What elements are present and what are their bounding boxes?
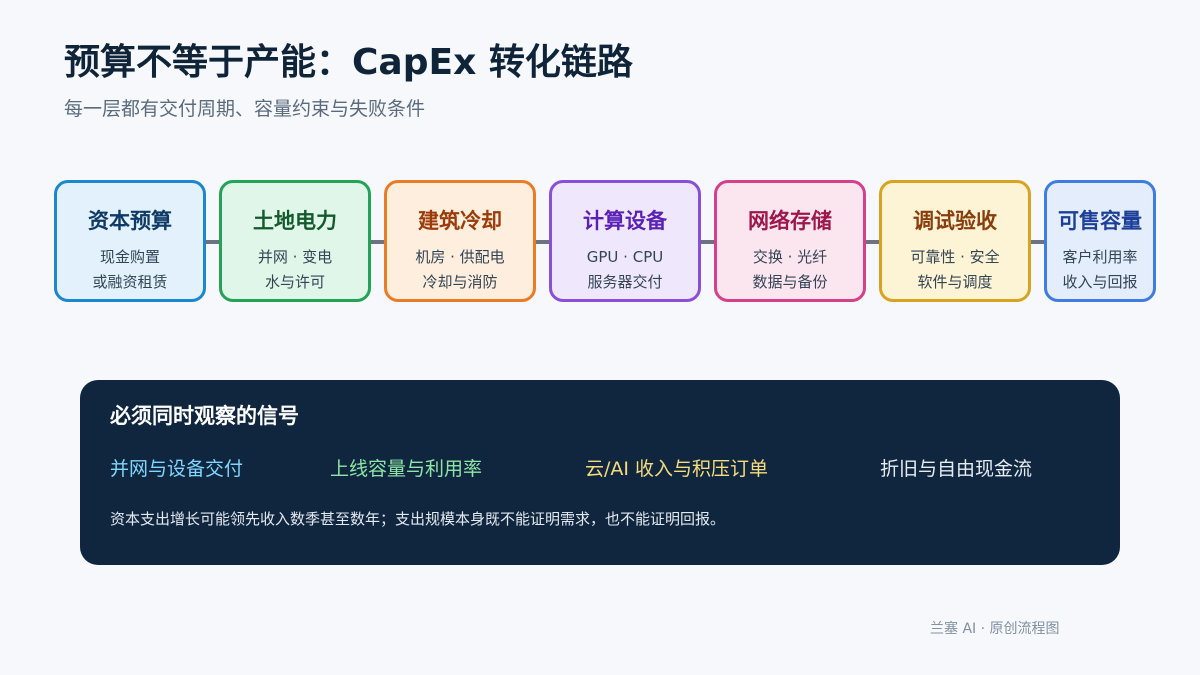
flow-connector bbox=[697, 240, 719, 244]
stage-building-cooling: 建筑冷却 机房 · 供配电 冷却与消防 bbox=[384, 180, 536, 302]
stage-detail: 冷却与消防 bbox=[422, 273, 498, 291]
stage-detail: 水与许可 bbox=[264, 273, 325, 291]
page-subtitle: 每一层都有交付周期、容量约束与失败条件 bbox=[64, 98, 426, 120]
signals-note: 资本支出增长可能领先收入数季甚至数年；支出规模本身既不能证明需求，也不能证明回报… bbox=[110, 510, 726, 528]
flow-connector bbox=[202, 240, 224, 244]
stage-title: 建筑冷却 bbox=[418, 209, 502, 233]
stage-detail: 客户利用率 bbox=[1062, 248, 1138, 266]
stage-detail: 软件与调度 bbox=[917, 273, 993, 291]
flow-connector bbox=[862, 240, 884, 244]
signal-item: 云/AI 收入与积压订单 bbox=[585, 458, 769, 480]
stage-detail: 收入与回报 bbox=[1062, 273, 1138, 291]
signal-item: 上线容量与利用率 bbox=[330, 458, 483, 480]
stage-title: 网络存储 bbox=[748, 209, 832, 233]
flow-connector bbox=[1027, 240, 1049, 244]
stage-title: 可售容量 bbox=[1058, 209, 1142, 233]
stage-compute-equipment: 计算设备 GPU · CPU 服务器交付 bbox=[549, 180, 701, 302]
flow-connector bbox=[532, 240, 554, 244]
stage-title: 土地电力 bbox=[253, 209, 337, 233]
page-title: 预算不等于产能：CapEx 转化链路 bbox=[64, 42, 633, 83]
signals-title: 必须同时观察的信号 bbox=[110, 404, 299, 428]
stage-detail: 可靠性 · 安全 bbox=[910, 248, 1000, 266]
stage-detail: GPU · CPU bbox=[586, 248, 664, 266]
stage-detail: 或融资租赁 bbox=[92, 273, 168, 291]
stage-title: 计算设备 bbox=[583, 209, 667, 233]
stage-land-power: 土地电力 并网 · 变电 水与许可 bbox=[219, 180, 371, 302]
stage-title: 资本预算 bbox=[88, 209, 172, 233]
stage-detail: 数据与备份 bbox=[752, 273, 828, 291]
stage-detail: 现金购置 bbox=[99, 248, 160, 266]
stage-sellable-capacity: 可售容量 客户利用率 收入与回报 bbox=[1044, 180, 1156, 302]
stage-commissioning: 调试验收 可靠性 · 安全 软件与调度 bbox=[879, 180, 1031, 302]
stage-detail: 服务器交付 bbox=[587, 273, 663, 291]
stage-detail: 交换 · 光纤 bbox=[752, 248, 828, 266]
flow-connector bbox=[367, 240, 389, 244]
stage-title: 调试验收 bbox=[913, 209, 997, 233]
stage-network-storage: 网络存储 交换 · 光纤 数据与备份 bbox=[714, 180, 866, 302]
footer-credit: 兰塞 AI · 原创流程图 bbox=[930, 621, 1060, 637]
signal-item: 折旧与自由现金流 bbox=[880, 458, 1033, 480]
stage-detail: 并网 · 变电 bbox=[257, 248, 333, 266]
stage-detail: 机房 · 供配电 bbox=[415, 248, 505, 266]
stage-capital-budget: 资本预算 现金购置 或融资租赁 bbox=[54, 180, 206, 302]
signal-item: 并网与设备交付 bbox=[110, 458, 244, 480]
signals-panel: 必须同时观察的信号 并网与设备交付 上线容量与利用率 云/AI 收入与积压订单 … bbox=[80, 380, 1120, 565]
